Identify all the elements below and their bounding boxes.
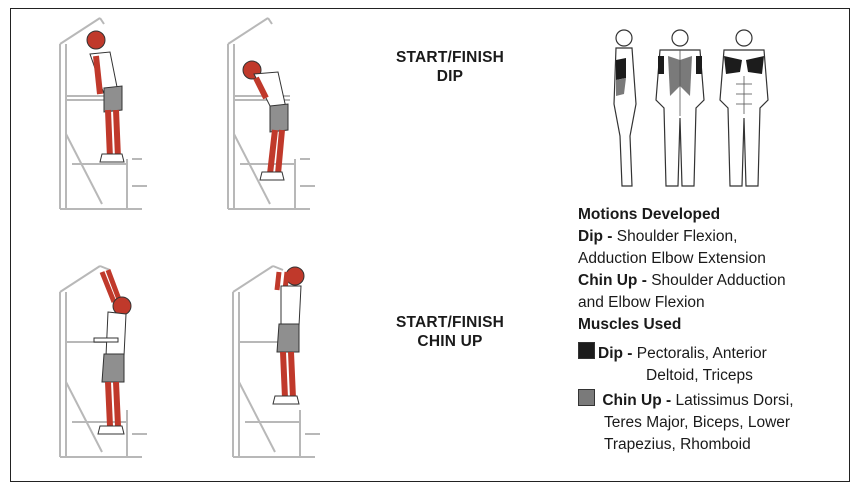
motions-dip-text-1: Shoulder Flexion,	[616, 228, 738, 245]
dip-start-illustration	[59, 17, 147, 210]
dip-label: START/FINISH DIP	[365, 48, 535, 86]
chin-up-label: START/FINISH CHIN UP	[365, 313, 535, 351]
muscles-heading: Muscles Used	[578, 316, 682, 333]
muscle-anatomy-illustration	[613, 29, 769, 187]
muscles-chin-name: Chin Up -	[602, 392, 672, 409]
chin-up-label-line-1: START/FINISH	[395, 314, 505, 331]
motions-chin-name: Chin Up -	[578, 272, 647, 289]
chin-up-label-line-2: CHIN UP	[417, 333, 483, 350]
motions-chin: Chin Up - Shoulder Adduction	[578, 270, 846, 292]
muscles-chin-text-3: Trapezius, Rhomboid	[604, 436, 751, 453]
motions-chin-text-2: and Elbow Flexion	[578, 294, 705, 311]
exercise-card	[10, 8, 850, 482]
muscles-chin-text-2: Teres Major, Biceps, Lower	[604, 414, 791, 431]
chin-up-start-illustration	[59, 265, 147, 458]
muscles-dip-text-1: Pectoralis, Anterior	[636, 345, 767, 362]
muscles-dip-name: Dip -	[598, 345, 633, 362]
dip-finish-illustration	[227, 17, 315, 210]
muscles-chin-text-1: Latissimus Dorsi,	[675, 392, 794, 409]
dip-label-line-1: START/FINISH	[395, 49, 505, 66]
motions-dip: Dip - Shoulder Flexion,	[578, 226, 846, 248]
motions-chin-text-1: Shoulder Adduction	[651, 272, 786, 289]
motions-heading: Motions Developed	[578, 206, 721, 223]
chin-up-finish-illustration	[232, 265, 320, 458]
chin-swatch	[578, 389, 595, 406]
dip-swatch	[578, 342, 595, 359]
motions-dip-name: Dip -	[578, 228, 613, 245]
muscles-chin: Chin Up - Latissimus Dorsi,	[578, 389, 846, 412]
exercise-info: Motions Developed Dip - Shoulder Flexion…	[578, 204, 846, 456]
dip-label-line-2: DIP	[436, 68, 464, 85]
muscles-dip-text-2: Deltoid, Triceps	[646, 367, 753, 384]
muscles-dip: Dip - Pectoralis, Anterior	[578, 342, 846, 365]
motions-dip-text-2: Adduction Elbow Extension	[578, 250, 766, 267]
